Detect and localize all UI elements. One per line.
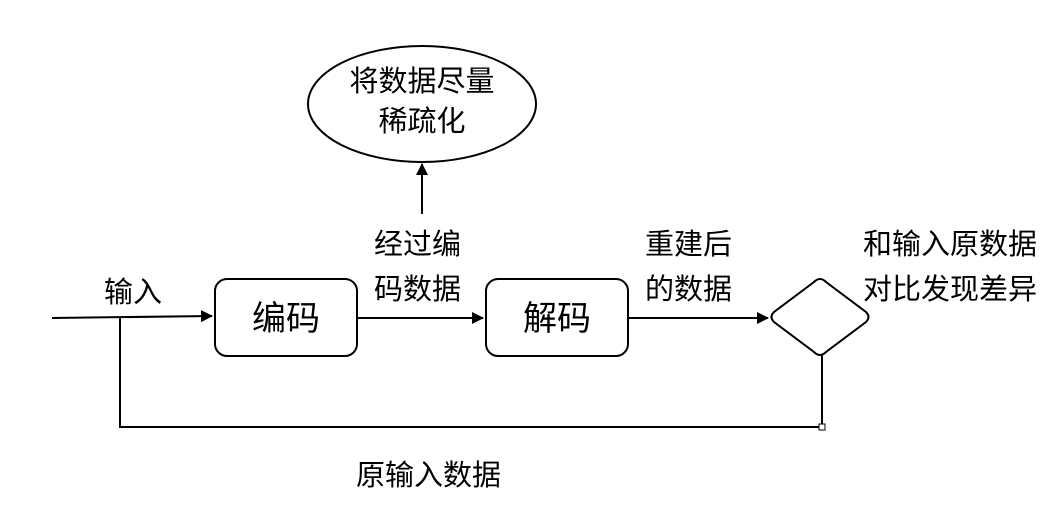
reconstructed-label-line2: 的数据 (645, 272, 732, 306)
encoded-label-line2: 码数据 (374, 272, 461, 306)
reconstructed-label-line1: 重建后 (645, 227, 732, 261)
decode-label: 解码 (523, 299, 591, 339)
encode-label: 编码 (252, 299, 320, 339)
original-data-label: 原输入数据 (356, 458, 501, 492)
input-label: 输入 (104, 275, 162, 309)
compare-label-line2: 对比发现差异 (863, 272, 1037, 306)
sparsify-label-line2: 稀疏化 (378, 104, 465, 138)
arrow-input (51, 310, 213, 323)
original-data-path (119, 318, 823, 428)
sparsify-ellipse (307, 45, 537, 163)
sparsify-label-line1: 将数据尽量 (349, 64, 494, 98)
compare-diamond (770, 277, 870, 357)
compare-label-line1: 和输入原数据 (863, 227, 1037, 261)
encoded-label-line1: 经过编 (374, 227, 461, 261)
original-data-endpoint (818, 423, 826, 431)
